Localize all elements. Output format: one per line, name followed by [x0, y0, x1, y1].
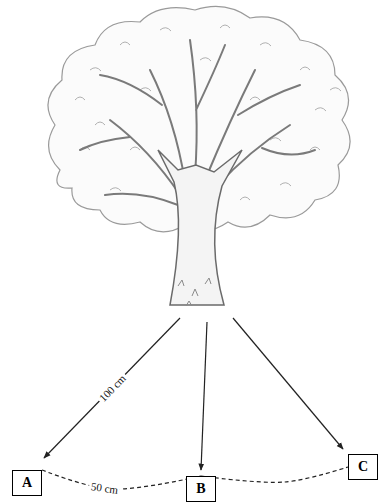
letter-box: A [12, 470, 42, 496]
point-letter: A [22, 476, 32, 490]
measure-line [201, 322, 207, 470]
measure-line [44, 318, 180, 458]
dashed-arc [42, 470, 201, 489]
tree-trunk [158, 150, 242, 305]
dimension-label: 50 cm [88, 480, 121, 496]
ground-tufts [178, 278, 211, 306]
dimension-label: 100 cm [95, 371, 129, 406]
letter-box: B [186, 476, 216, 502]
point-letter: C [358, 460, 368, 474]
letter-box: C [348, 454, 378, 480]
dashed-arc [201, 467, 348, 482]
measure-line [233, 318, 343, 449]
point-letter: B [196, 482, 205, 496]
